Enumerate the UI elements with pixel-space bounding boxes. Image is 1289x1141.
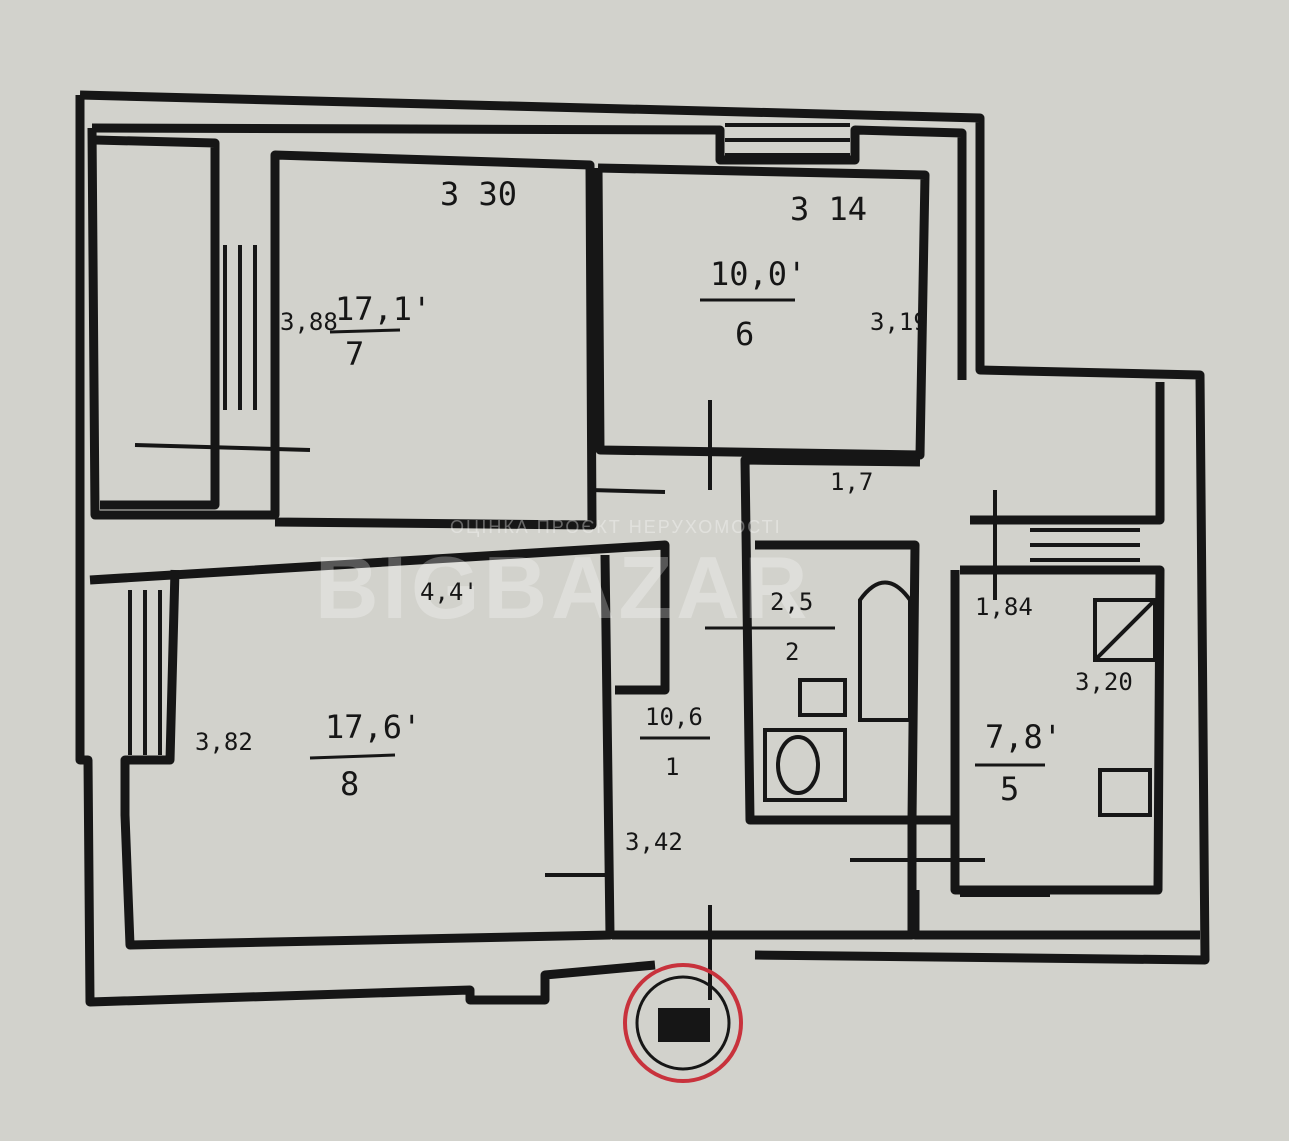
room-5-extra: 1,84 (975, 593, 1033, 621)
room-6-number: 6 (735, 315, 754, 353)
room-5: 7,8' 5 3,20 1,84 (975, 593, 1133, 808)
small-room-2-area: 2,5 (770, 588, 813, 616)
corridor-1-number: 1 (665, 753, 679, 781)
small-room-2-extra: 1,7 (830, 468, 873, 496)
walls (75, 90, 1210, 1007)
watermark-main: BIGBAZAR (315, 538, 811, 637)
small-room-2-number: 2 (785, 638, 799, 666)
room-6: 10,0' 6 3 14 3,19 (700, 190, 928, 353)
corridor-1: 10,6 1 3,42 (625, 703, 710, 856)
room-8: 17,6' 8 3,82 (195, 708, 421, 803)
room-6-area: 10,0' (710, 255, 806, 293)
room-5-width: 3,20 (1075, 668, 1133, 696)
room-8-number: 8 (340, 765, 359, 803)
hall-area: 4,4' (420, 578, 478, 606)
corridor-1-area: 10,6 (645, 703, 703, 731)
room-8-area: 17,6' (325, 708, 421, 746)
room-7: 17,1' 7 3 30 3,88 (280, 175, 517, 373)
entry-stamp (623, 963, 743, 1083)
door-marks (134, 400, 1050, 1000)
room-5-area: 7,8' (985, 718, 1062, 756)
room-5-number: 5 (1000, 770, 1019, 808)
room-8-width: 3,82 (195, 728, 253, 756)
small-room-2: 2,5 2 1,7 (705, 468, 873, 666)
room-7-area: 17,1' (335, 290, 431, 328)
room-7-number: 7 (345, 335, 364, 373)
room-6-width: 3,19 (870, 308, 928, 336)
bath-fixtures (763, 580, 1157, 817)
room-6-length: 3 14 (790, 190, 867, 228)
windows (128, 123, 1140, 755)
room-7-length: 3 30 (440, 175, 517, 213)
watermark-sub: ОЦІНКА ПРОЄКТ НЕРУХОМОСТІ (450, 517, 782, 537)
room-7-width: 3,88 (280, 308, 338, 336)
corridor-1-width: 3,42 (625, 828, 683, 856)
